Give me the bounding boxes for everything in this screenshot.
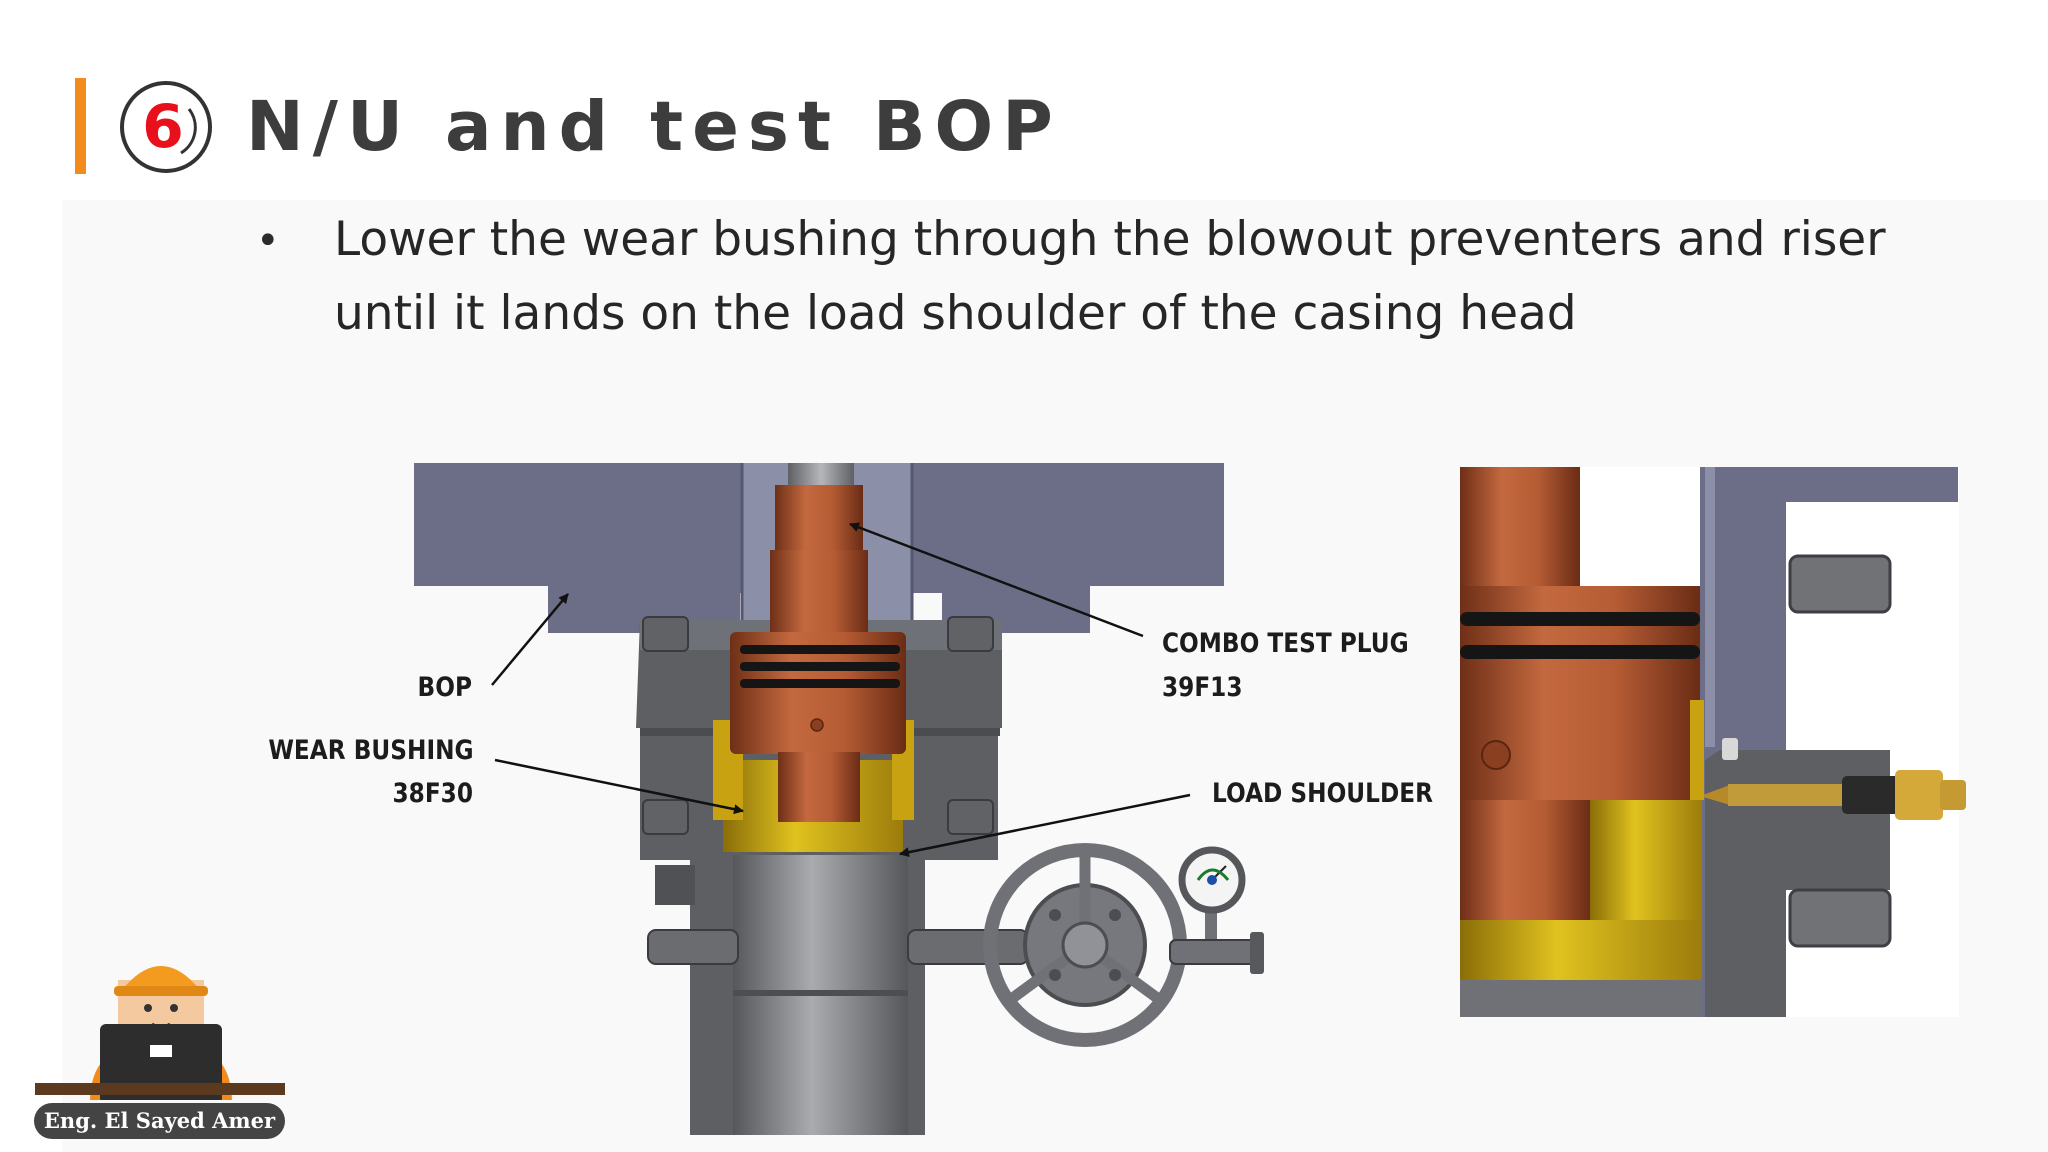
combo-test-plug-label: COMBO TEST PLUG bbox=[1162, 628, 1409, 659]
title-accent-bar bbox=[75, 78, 86, 174]
page-title: N/U and test BOP bbox=[246, 87, 1062, 167]
bullet-marker: • bbox=[256, 218, 280, 264]
load-shoulder-label: LOAD SHOULDER bbox=[1212, 778, 1433, 809]
pressure-gauge bbox=[1169, 846, 1264, 974]
wear-bushing-leader bbox=[494, 758, 744, 815]
flange-nut bbox=[642, 616, 689, 652]
bop-label: BOP bbox=[417, 672, 472, 703]
engineer-avatar-icon bbox=[35, 966, 285, 1100]
left-diagram bbox=[414, 463, 1264, 1135]
step-number: 6 bbox=[142, 92, 184, 162]
right-detail-diagram bbox=[1460, 467, 1966, 1017]
bullet-text: Lower the wear bushing through the blowo… bbox=[334, 212, 1886, 341]
detail-nut-top bbox=[1788, 554, 1892, 614]
test-port-fitting bbox=[1700, 738, 1966, 820]
combo-test-plug-stem bbox=[775, 485, 863, 555]
step-badge bbox=[120, 81, 212, 173]
load-shoulder-leader bbox=[899, 793, 1191, 858]
side-outlet-left bbox=[647, 929, 739, 965]
combo-plug-leader bbox=[849, 522, 1144, 638]
drill-pipe bbox=[788, 463, 854, 485]
bop-leader bbox=[491, 593, 569, 686]
wear-bushing-label: WEAR BUSHING bbox=[268, 735, 474, 766]
author-name-badge: Eng. El Sayed Amer bbox=[34, 1103, 285, 1139]
combo-test-plug-code: 39F13 bbox=[1162, 672, 1243, 703]
wear-bushing-code: 38F30 bbox=[392, 778, 473, 809]
detail-combo-plug bbox=[1460, 467, 1580, 592]
